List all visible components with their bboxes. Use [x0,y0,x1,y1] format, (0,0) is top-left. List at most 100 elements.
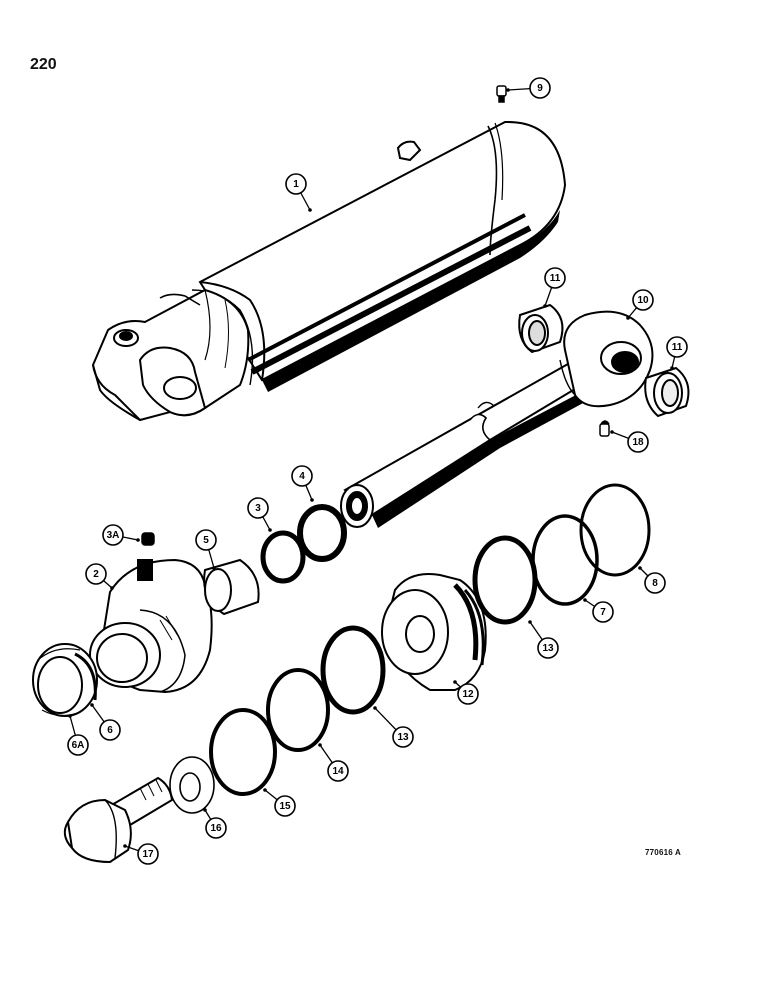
callout-label: 4 [299,471,305,482]
callout-label: 16 [210,823,222,834]
callout-label: 11 [672,342,683,353]
callout-label: 12 [462,689,474,700]
leader-dot [528,620,532,624]
callout-1: 1 [285,173,312,212]
callout-7: 7 [583,598,614,623]
callout-10: 10 [626,289,654,320]
callout-label: 11 [550,273,561,284]
ring-4 [297,504,347,562]
leader-dot [453,680,457,684]
callout-13: 13 [528,620,559,659]
callout-circle [457,683,479,705]
bushing-left [518,303,564,354]
grease-fitting [599,420,610,437]
callout-label: 5 [203,535,209,546]
callout-circle [666,336,688,358]
callout-3A: 3A [102,524,140,546]
leader-dot [543,304,547,308]
cylinder-tube [91,120,567,422]
leader-dot [212,566,216,570]
callout-label: 6A [72,740,85,751]
leader-dot [136,538,140,542]
callout-label: 18 [632,437,644,448]
callout-4: 4 [291,465,314,502]
callout-label: 14 [332,766,344,777]
callout-circle [592,601,614,623]
bushing-right [644,366,690,418]
cylinder-head [89,558,213,694]
callout-circle [99,719,121,741]
leader-dot [203,808,207,812]
ring-8 [579,483,651,577]
page-number: 220 [30,56,57,73]
leader-dot [583,598,587,602]
leader-dot [310,498,314,502]
callout-8: 8 [638,566,666,594]
drawing-reference-code: 770616 A [645,848,681,857]
callout-label: 9 [537,83,543,94]
callout-6: 6 [90,703,121,741]
callout-label: 3A [107,530,120,541]
callout-15: 15 [263,788,296,817]
guide-sleeve [203,558,260,616]
callout-circle [137,843,159,865]
callout-label: 2 [93,569,99,580]
callout-circle [632,289,654,311]
callout-circle [195,529,217,551]
callout-label: 1 [293,179,299,190]
leader-dot [68,714,72,718]
washer [169,756,215,814]
callout-17: 17 [123,843,159,865]
leader-dot [90,703,94,707]
callout-16: 16 [203,808,227,839]
bolt [63,776,174,864]
callout-circle [247,497,269,519]
leader-dot [373,706,377,710]
callout-18: 18 [610,430,649,453]
leader-dot [638,566,642,570]
callout-2: 2 [85,563,114,590]
leader-dot [268,528,272,532]
callout-11: 11 [543,267,566,308]
leader-dot [626,316,630,320]
piston-rod [340,310,654,528]
leader-dot [318,743,322,747]
ring-3 [260,530,306,584]
callout-5: 5 [195,529,217,570]
callout-label: 7 [600,607,606,618]
wiper-seal [32,643,98,717]
callout-label: 10 [637,295,649,306]
leader-dot [308,208,312,212]
callout-12: 12 [453,680,479,705]
callout-label: 17 [142,849,154,860]
callout-label: 6 [107,725,113,736]
piston [381,573,487,691]
callout-3: 3 [247,497,272,532]
callout-circle [537,637,559,659]
callout-circle [67,734,89,756]
callout-circle [205,817,227,839]
callout-circle [392,726,414,748]
leader-dot [263,788,267,792]
seal-ring-14 [266,668,330,752]
callout-circle [291,465,313,487]
leader-dot [506,88,510,92]
callout-11: 11 [666,336,688,370]
callout-circle [529,77,551,99]
callout-label: 15 [279,801,291,812]
callout-label: 13 [397,732,409,743]
seal-ring-15 [209,708,277,796]
callout-circle [644,572,666,594]
callout-circle [327,760,349,782]
callout-circle [627,431,649,453]
seal-ring-13-lower [320,625,386,715]
callout-circle [85,563,107,585]
callout-circle [102,524,124,546]
leader-dot [123,844,127,848]
callout-13: 13 [373,706,414,748]
seal-ring-13-upper [472,535,538,625]
plug-top [496,85,507,103]
callout-circle [544,267,566,289]
leader-dot [110,586,114,590]
